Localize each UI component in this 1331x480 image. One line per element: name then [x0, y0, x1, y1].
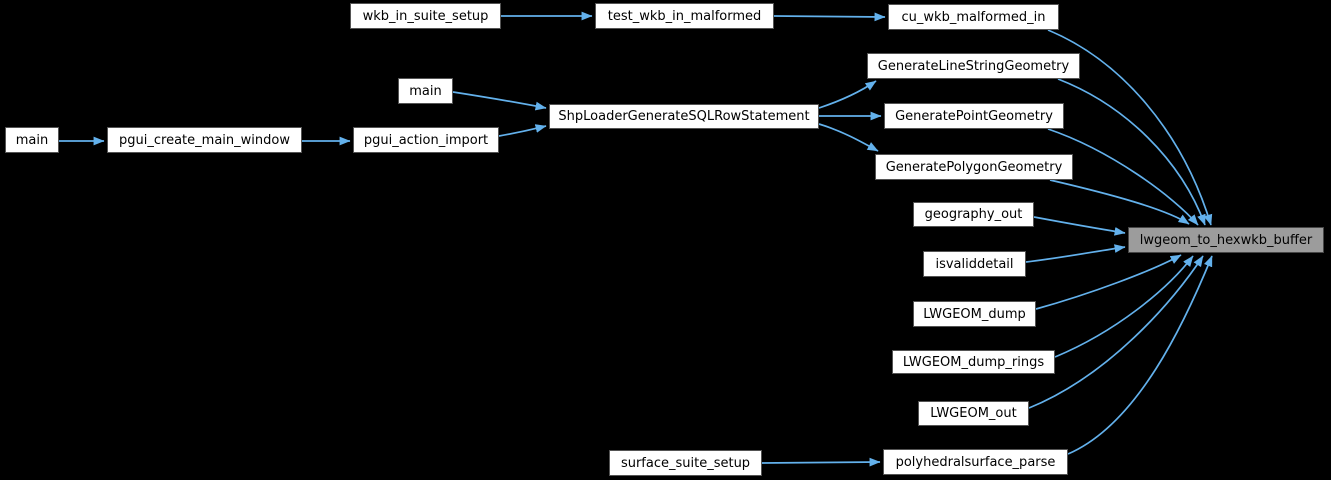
edge-LWGEOM_dump--lwgeom_to_hexwkb_buffer	[1035, 254, 1182, 310]
graph-node-isvaliddetail[interactable]: isvaliddetail	[923, 251, 1026, 277]
edges-group	[59, 11, 1213, 467]
edge-pgui_action_import--ShpLoaderGenerateSQLRowStatement	[498, 124, 547, 137]
graph-node-LWGEOM_dump[interactable]: LWGEOM_dump	[913, 301, 1036, 327]
edge-test_wkb_in_malformed--cu_wkb_malformed_in	[773, 12, 886, 22]
edge-ShpLoaderGenerateSQLRowStatement--GenerateLineStringGeometry	[818, 80, 877, 109]
edge-GeneratePointGeometry--lwgeom_to_hexwkb_buffer	[1047, 128, 1199, 226]
edge-surface_suite_setup--polyhedralsurface_parse	[761, 457, 881, 467]
graph-node-lwgeom_to_hexwkb_buffer: lwgeom_to_hexwkb_buffer	[1128, 227, 1324, 253]
edge-isvaliddetail--lwgeom_to_hexwkb_buffer	[1025, 244, 1126, 263]
edge-GeneratePolygonGeometry--lwgeom_to_hexwkb_buffer	[1049, 179, 1190, 225]
edge-polyhedralsurface_parse--lwgeom_to_hexwkb_buffer	[1067, 255, 1213, 455]
graph-node-surface_suite_setup[interactable]: surface_suite_setup	[609, 450, 762, 476]
edge-GenerateLineStringGeometry--lwgeom_to_hexwkb_buffer	[1057, 78, 1206, 226]
edge-ShpLoaderGenerateSQLRowStatement--GeneratePolygonGeometry	[818, 123, 879, 152]
graph-node-pgui_create_main_window[interactable]: pgui_create_main_window	[107, 127, 302, 153]
edge-LWGEOM_dump_rings--lwgeom_to_hexwkb_buffer	[1054, 255, 1194, 358]
graph-node-cu_wkb_malformed_in[interactable]: cu_wkb_malformed_in	[888, 4, 1059, 30]
graph-node-pgui_action_import[interactable]: pgui_action_import	[353, 127, 499, 153]
graph-node-LWGEOM_out[interactable]: LWGEOM_out	[918, 401, 1029, 426]
graph-node-main-1[interactable]: main	[5, 127, 59, 153]
edge-main-2--ShpLoaderGenerateSQLRowStatement	[452, 91, 547, 111]
graph-node-wkb_in_suite_setup[interactable]: wkb_in_suite_setup	[350, 3, 501, 29]
graph-node-polyhedralsurface_parse[interactable]: polyhedralsurface_parse	[883, 449, 1068, 475]
graph-node-GeneratePointGeometry[interactable]: GeneratePointGeometry	[884, 103, 1064, 129]
graph-node-test_wkb_in_malformed[interactable]: test_wkb_in_malformed	[595, 3, 774, 29]
graph-node-ShpLoaderGenerateSQLRowStatement[interactable]: ShpLoaderGenerateSQLRowStatement	[549, 104, 819, 129]
edge-cu_wkb_malformed_in--lwgeom_to_hexwkb_buffer	[1047, 29, 1213, 226]
graph-node-main-2[interactable]: main	[398, 78, 453, 104]
graph-node-GenerateLineStringGeometry[interactable]: GenerateLineStringGeometry	[867, 53, 1080, 79]
graph-node-GeneratePolygonGeometry[interactable]: GeneratePolygonGeometry	[875, 154, 1073, 180]
graph-node-geography_out[interactable]: geography_out	[913, 202, 1034, 227]
edge-geography_out--lwgeom_to_hexwkb_buffer	[1033, 216, 1126, 236]
edge-LWGEOM_out--lwgeom_to_hexwkb_buffer	[1028, 255, 1204, 409]
graph-node-LWGEOM_dump_rings[interactable]: LWGEOM_dump_rings	[892, 350, 1055, 374]
